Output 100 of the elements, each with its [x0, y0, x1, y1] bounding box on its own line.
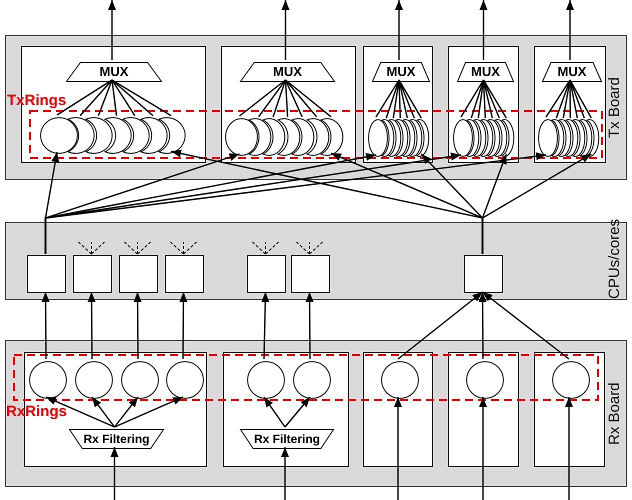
- board-label: Rx Board: [606, 381, 623, 447]
- connector-line: [478, 80, 484, 118]
- ring-circle: [29, 361, 67, 399]
- connector-line: [285, 79, 332, 118]
- mux-label: MUX: [272, 64, 303, 80]
- mux-trapezoid: [240, 62, 335, 82]
- port-box: [363, 352, 433, 467]
- cpu-box: [291, 255, 330, 293]
- ring-circle: [293, 361, 331, 399]
- mux-trapezoid: [457, 62, 514, 82]
- filter-trapezoid: [240, 429, 334, 449]
- port-box: [534, 46, 606, 163]
- mux-label: MUX: [98, 64, 130, 80]
- dashed-line: [183, 242, 197, 254]
- mux-label: MUX: [470, 64, 501, 80]
- connector-line: [98, 80, 113, 116]
- arrow: [479, 397, 487, 500]
- arrow: [42, 292, 50, 359]
- dashed-line: [265, 242, 279, 254]
- port-box: [363, 46, 433, 163]
- connector-line: [111, 80, 136, 116]
- connector-line: [470, 80, 484, 118]
- arrow: [108, 0, 116, 60]
- arrow: [394, 397, 402, 500]
- connector-line: [482, 80, 507, 118]
- cpu-box: [165, 255, 204, 293]
- cpu-box: [119, 255, 158, 293]
- arrow: [284, 396, 311, 428]
- ring-circle: [453, 119, 473, 157]
- board-panel: [5, 35, 627, 180]
- dashed-line: [296, 242, 310, 254]
- connector-line: [569, 80, 585, 118]
- connector-line: [56, 79, 112, 116]
- port-box: [448, 46, 519, 163]
- arrow: [114, 396, 139, 428]
- connector-line: [482, 80, 500, 118]
- mux-label: MUX: [386, 64, 416, 80]
- cpu-box: [464, 255, 503, 293]
- arrow: [263, 396, 286, 428]
- dashed-line: [78, 242, 92, 254]
- connector-line: [482, 80, 493, 118]
- connector-line: [398, 80, 415, 118]
- arrow: [179, 292, 188, 359]
- arrow: [91, 396, 116, 428]
- connector-line: [239, 79, 286, 117]
- connector-line: [569, 80, 592, 118]
- ring-circle: [368, 119, 388, 157]
- dashed-line: [170, 242, 184, 254]
- mux-trapezoid: [66, 62, 162, 82]
- arrow: [282, 0, 290, 60]
- connector-line: [284, 80, 288, 117]
- connector-line: [398, 80, 408, 118]
- filter-label: Rx Filtering: [82, 431, 150, 447]
- ring-circle: [247, 361, 285, 399]
- dashed-line: [309, 242, 310, 254]
- arrow: [88, 292, 96, 359]
- ring-circle: [538, 119, 558, 157]
- ring-circle: [225, 118, 258, 156]
- ring-circle: [381, 361, 419, 399]
- board-panel: [5, 340, 627, 487]
- arrow: [46, 396, 115, 428]
- connector-line: [392, 80, 400, 118]
- arrow: [114, 396, 184, 428]
- port-box: [534, 352, 605, 467]
- arrow: [306, 292, 314, 359]
- connector-line: [272, 80, 286, 118]
- connector-line: [258, 80, 286, 118]
- connector-line: [386, 80, 400, 118]
- dashed-line: [137, 242, 138, 254]
- arrow: [482, 153, 592, 254]
- arrow: [398, 291, 483, 360]
- arrow: [44, 152, 546, 254]
- board-label: Tx Board: [606, 76, 623, 140]
- ring-circle: [75, 361, 113, 399]
- connector-line: [569, 80, 578, 118]
- connector-line: [80, 80, 113, 116]
- connector-line: [460, 80, 484, 118]
- connector-line: [375, 80, 400, 118]
- arrow: [480, 0, 488, 60]
- dashed-line: [252, 242, 266, 254]
- dashed-line: [309, 242, 323, 254]
- cpu-box: [73, 255, 112, 293]
- arrow: [478, 292, 487, 359]
- connector-line: [545, 80, 571, 118]
- filter-trapezoid: [69, 429, 164, 449]
- dashed-line: [91, 242, 92, 254]
- port-box: [223, 352, 349, 467]
- ring-circle: [166, 361, 204, 399]
- connector-line: [111, 80, 118, 116]
- connector-line: [284, 80, 318, 118]
- mux-trapezoid: [372, 62, 430, 82]
- arrow: [261, 292, 270, 360]
- arrow: [395, 0, 403, 60]
- arrow: [281, 447, 289, 500]
- mux-trapezoid: [542, 62, 602, 82]
- connector-line: [398, 80, 422, 118]
- connector-line: [556, 80, 571, 118]
- dashed-line: [183, 242, 184, 254]
- ring-circle: [40, 117, 78, 154]
- connector-line: [284, 80, 303, 118]
